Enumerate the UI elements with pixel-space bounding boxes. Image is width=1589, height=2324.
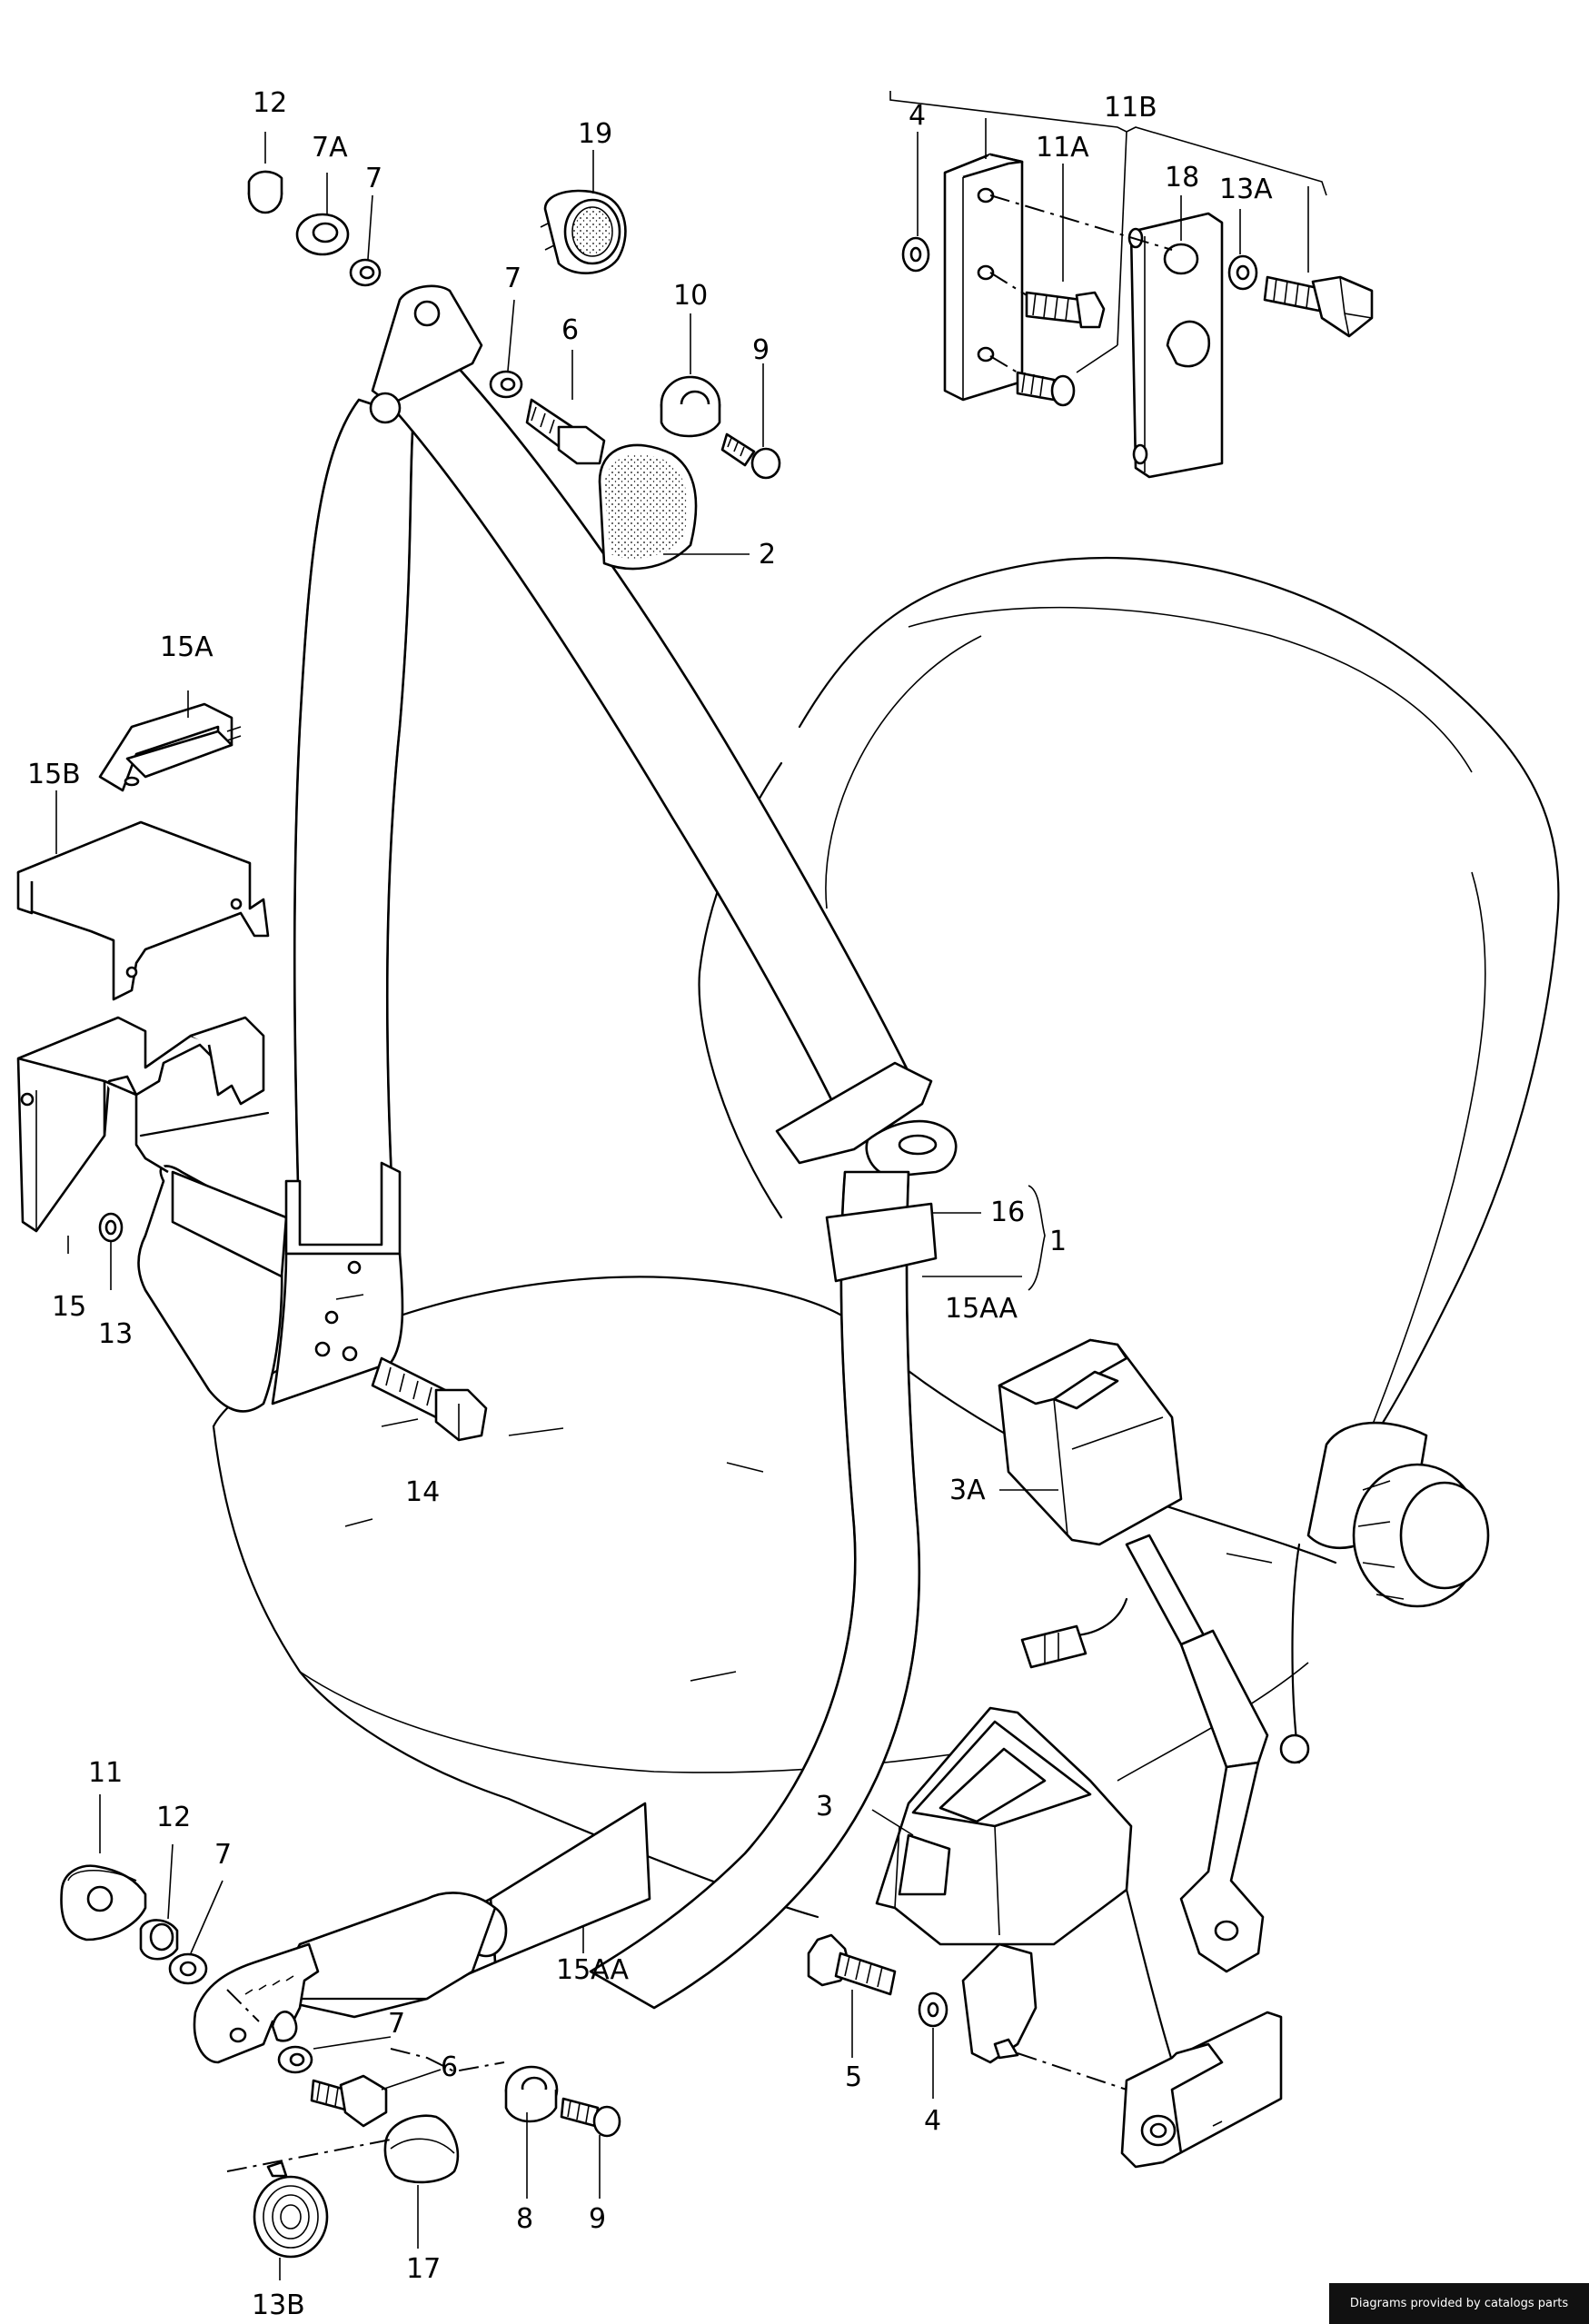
lower-anchor-plate (193, 1942, 320, 2064)
label-4-bottom: 4 (924, 2105, 941, 2137)
cap-17 (383, 2114, 460, 2184)
label-15: 15 (52, 1291, 86, 1323)
label-12-bottom: 12 (156, 1802, 191, 1833)
belt-slider (825, 1202, 938, 1283)
alignment-line-11a-2 (989, 272, 1028, 296)
alignment-line-11b (989, 355, 1018, 373)
washer-4-bottom (918, 1991, 948, 2028)
label-11-bottom: 11 (88, 1757, 123, 1789)
label-7-low: 7 (388, 2008, 405, 2040)
washer-7-low (277, 2045, 313, 2074)
belt-strap-vertical (293, 398, 415, 1256)
recliner-knob (1279, 1421, 1490, 1764)
label-13b: 13B (252, 2289, 305, 2321)
cover-clip-15a (98, 702, 242, 792)
label-9-top: 9 (752, 334, 770, 366)
washer-7a (295, 213, 350, 256)
label-8: 8 (516, 2203, 533, 2235)
plate-18 (1127, 212, 1224, 479)
alignment-line-8 (390, 2048, 505, 2073)
label-6-top: 6 (561, 314, 579, 346)
label-11a: 11A (1036, 132, 1089, 164)
bolt-11a (1025, 291, 1106, 329)
label-5: 5 (845, 2061, 862, 2093)
credit-footer: Diagrams provided by catalogs parts (1329, 2283, 1589, 2324)
washer-7-top (349, 258, 382, 287)
spacer-12-top (247, 170, 283, 214)
nut-10 (660, 375, 721, 438)
leader-lines (55, 91, 1327, 2280)
credit-text: Diagrams provided by catalogs parts (1349, 2297, 1569, 2310)
bolt-13a (1263, 275, 1374, 338)
screw-9-top (720, 432, 781, 480)
belt-tongue-16 (775, 1061, 958, 1178)
washer-13-hole (104, 1219, 117, 1236)
label-16: 16 (990, 1197, 1025, 1228)
cap-11 (60, 1864, 147, 1942)
label-19: 19 (578, 118, 612, 150)
label-9-bottom: 9 (589, 2203, 606, 2235)
part-labels: 12 7A 7 19 7 6 10 9 2 4 11B 11A 18 13A 1… (27, 87, 1273, 2321)
label-7-mid: 7 (504, 263, 521, 294)
buckle-3-mount (961, 1888, 1283, 2169)
washer-13a (1227, 254, 1258, 291)
label-13: 13 (98, 1318, 133, 1350)
bolt-14 (371, 1356, 488, 1442)
label-7-bottom: 7 (214, 1839, 232, 1871)
label-3: 3 (816, 1791, 833, 1822)
grommet-19 (540, 189, 627, 274)
washer-7-mid (489, 370, 523, 399)
bolt-6-low (310, 2074, 388, 2128)
bolt-6-top (525, 398, 606, 465)
spacer-12-bottom (139, 1919, 179, 1961)
label-7-top: 7 (365, 163, 382, 194)
label-7a: 7A (312, 132, 348, 164)
label-11b: 11B (1104, 92, 1157, 124)
label-2: 2 (759, 539, 776, 571)
alignment-line-17 (226, 2139, 392, 2172)
spring-13b (253, 2160, 329, 2259)
label-14: 14 (405, 1476, 440, 1508)
label-17: 17 (406, 2253, 441, 2285)
upper-anchor-plate (369, 284, 483, 424)
label-15a: 15A (160, 631, 214, 663)
bolt-5 (807, 1933, 897, 1996)
bracket-plate-11b (943, 153, 1024, 402)
label-15b: 15B (27, 759, 81, 790)
label-12-top: 12 (253, 87, 287, 119)
screw-11b (1016, 371, 1076, 407)
belt-guide-cover (598, 443, 698, 571)
alignment-line-7 (226, 1989, 260, 2022)
alignment-line-3 (1017, 2052, 1127, 2091)
washer-4-top (901, 236, 930, 273)
buckle-3a (998, 1338, 1183, 1546)
label-6-low: 6 (441, 2051, 458, 2083)
label-13a: 13A (1219, 174, 1273, 205)
buckle-3a-stalk (1020, 1534, 1269, 1973)
lap-belt-sleeve (271, 1802, 651, 2019)
label-4-top: 4 (909, 100, 926, 132)
label-15aa-bottom: 15AA (556, 1954, 630, 1986)
washer-7-bottom (168, 1952, 208, 1985)
retractor-cover (16, 1016, 270, 1233)
nut-8 (504, 2065, 559, 2123)
cover-bracket-15b (16, 820, 270, 1001)
belt-strap-diagonal (375, 362, 910, 1110)
retractor-assembly (137, 1161, 404, 1413)
alignment-line-11a (989, 194, 1173, 251)
label-10: 10 (673, 280, 708, 312)
buckle-3 (875, 1706, 1133, 1946)
label-18: 18 (1165, 162, 1199, 194)
label-3a: 3A (949, 1475, 986, 1506)
belt-strap-lap (589, 1170, 921, 2010)
label-1: 1 (1049, 1226, 1067, 1257)
screw-9-bottom (560, 2097, 621, 2138)
label-15aa-right: 15AA (945, 1293, 1018, 1325)
